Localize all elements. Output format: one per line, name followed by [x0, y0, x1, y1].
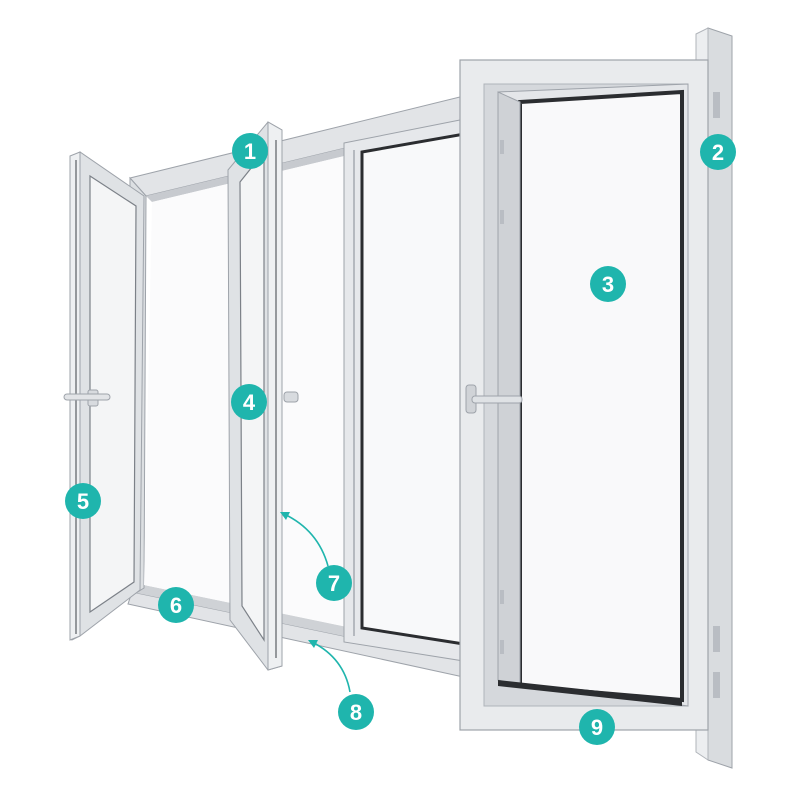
fixed-panel-glass: [360, 131, 472, 647]
leader-line-8: [311, 641, 351, 693]
right-sash-glass: [518, 89, 684, 703]
sash-hinge-3: [500, 590, 504, 604]
leader-line-7: [283, 513, 329, 567]
sash-hinge-2: [500, 210, 504, 224]
leader-lines: [280, 512, 351, 693]
callout-9: 9: [579, 709, 615, 745]
left-leaf-glass: [89, 174, 137, 614]
callout-3-label: 3: [602, 272, 614, 297]
callout-2-circle: [700, 134, 736, 170]
callout-markers: 1 2 3 4 5 6 7 8 9: [65, 133, 736, 745]
callout-5-circle: [65, 483, 101, 519]
callout-5-label: 5: [77, 489, 89, 514]
callout-9-circle: [579, 709, 615, 745]
callout-4-circle: [231, 384, 267, 420]
callout-3: 3: [590, 266, 626, 302]
fixed-panel: [343, 117, 472, 663]
right-door-leaf: [459, 27, 733, 769]
sash-hinge-1: [500, 140, 504, 154]
callout-1-circle: [232, 133, 268, 169]
callout-6: 6: [158, 587, 194, 623]
callout-1: 1: [232, 133, 268, 169]
callout-2-label: 2: [712, 140, 724, 165]
left-handle-lever: [63, 393, 111, 401]
callout-7: 7: [316, 565, 352, 601]
callout-7-circle: [316, 565, 352, 601]
callout-5: 5: [65, 483, 101, 519]
leader-arrow-8: [308, 640, 318, 648]
leader-arrow-7: [280, 512, 290, 520]
middle-leaf-edge: [267, 121, 283, 671]
right-handle-lever: [471, 395, 523, 404]
middle-handle: [283, 391, 299, 403]
callout-2: 2: [700, 134, 736, 170]
right-sash-bottom-seal: [498, 680, 682, 706]
callout-1-label: 1: [244, 139, 256, 164]
callout-8-circle: [338, 694, 374, 730]
callout-3-circle: [590, 266, 626, 302]
sash-hinge-4: [500, 640, 504, 654]
callout-4-label: 4: [243, 390, 256, 415]
callout-8-label: 8: [350, 700, 362, 725]
right-hinge-bottom: [713, 672, 720, 698]
right-hinge-top: [713, 92, 720, 118]
right-hinge-middle: [713, 626, 720, 652]
callout-4: 4: [231, 384, 267, 420]
callout-9-label: 9: [591, 715, 603, 740]
callout-7-label: 7: [328, 571, 340, 596]
callout-6-circle: [158, 587, 194, 623]
left-folding-leaf: [63, 151, 145, 641]
callout-8: 8: [338, 694, 374, 730]
callout-6-label: 6: [170, 593, 182, 618]
